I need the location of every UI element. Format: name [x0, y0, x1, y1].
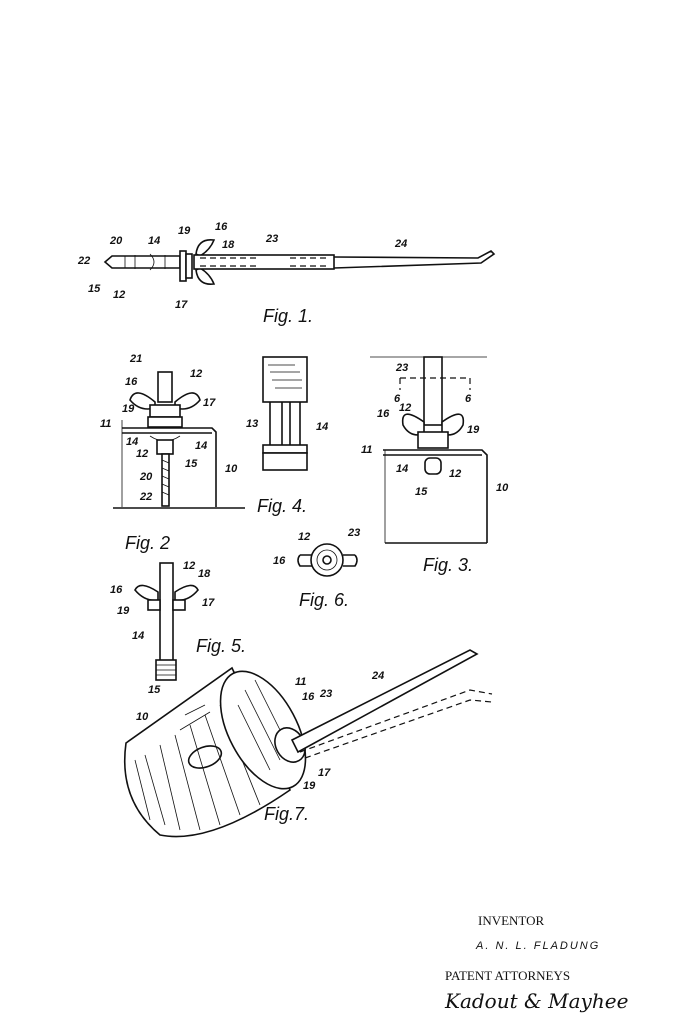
attorneys-signature: Kadout & Mayhee — [444, 989, 628, 1013]
reference-numeral: 19 — [117, 605, 130, 617]
reference-numeral: 17 — [318, 767, 331, 779]
figure-5-caption: Fig. 5. — [196, 636, 246, 656]
reference-numeral: 16 — [302, 691, 315, 703]
reference-numeral: 20 — [109, 235, 123, 247]
figure-3-callouts: 23 6 6 16 12 19 11 14 12 15 10 Fig. 3. — [361, 362, 509, 575]
reference-numeral: 11 — [295, 676, 306, 688]
reference-numeral: 16 — [215, 221, 228, 233]
figure-6-top-view — [297, 543, 358, 577]
reference-numeral: 16 — [110, 584, 123, 596]
figure-5-callouts: 16 12 18 19 17 14 15 Fig. 5. — [110, 560, 246, 696]
reference-numeral: 23 — [347, 527, 360, 539]
figure-1-oiler-spout — [103, 238, 496, 286]
figure-7-caption: Fig.7. — [264, 804, 309, 824]
reference-numeral: 12 — [183, 560, 195, 572]
reference-numeral: 15 — [88, 283, 101, 295]
reference-numeral: 10 — [225, 463, 238, 475]
reference-numeral: 12 — [399, 402, 411, 414]
figure-4-caption: Fig. 4. — [257, 496, 307, 516]
figure-2-caption: Fig. 2 — [125, 533, 170, 553]
reference-numeral: 15 — [148, 684, 161, 696]
reference-numeral: 19 — [122, 403, 135, 415]
figure-2-callouts: 21 12 16 19 17 11 14 14 12 15 20 22 10 F… — [100, 353, 238, 553]
figure-4-elevation — [262, 356, 308, 471]
reference-numeral: 17 — [175, 299, 188, 311]
reference-numeral: 19 — [303, 780, 316, 792]
reference-numeral: 17 — [202, 597, 215, 609]
reference-numeral: 16 — [125, 376, 138, 388]
reference-numeral: 6 — [465, 393, 472, 405]
reference-numeral: 12 — [449, 468, 461, 480]
reference-numeral: 18 — [222, 239, 235, 251]
reference-numeral: 14 — [396, 463, 408, 475]
reference-numeral: 18 — [198, 568, 211, 580]
figure-1-caption: Fig. 1. — [263, 306, 313, 326]
reference-numeral: 16 — [273, 555, 286, 567]
reference-numeral: 22 — [77, 255, 90, 267]
reference-numeral: 14 — [132, 630, 144, 642]
reference-numeral: 23 — [265, 233, 278, 245]
reference-numeral: 14 — [316, 421, 328, 433]
reference-numeral: 12 — [190, 368, 202, 380]
reference-numeral: 21 — [129, 353, 142, 365]
reference-numeral: 12 — [113, 289, 125, 301]
reference-numeral: 10 — [136, 711, 149, 723]
reference-numeral: 15 — [185, 458, 198, 470]
figure-5-section — [134, 562, 199, 681]
figure-6-callouts: 12 23 16 Fig. 6. — [273, 527, 360, 610]
figure-6-caption: Fig. 6. — [299, 590, 349, 610]
reference-numeral: 23 — [319, 688, 332, 700]
reference-numeral: 12 — [298, 531, 310, 543]
reference-numeral: 19 — [467, 424, 480, 436]
reference-numeral: 16 — [377, 408, 390, 420]
attorneys-label: PATENT ATTORNEYS — [445, 968, 570, 983]
reference-numeral: 19 — [178, 225, 191, 237]
reference-numeral: 14 — [195, 440, 207, 452]
reference-numeral: 15 — [415, 486, 428, 498]
reference-numeral: 17 — [203, 397, 216, 409]
figure-7-callouts: 11 16 23 24 10 17 19 Fig.7. — [136, 670, 384, 824]
figure-2-section — [113, 371, 245, 509]
reference-numeral: 20 — [139, 471, 153, 483]
reference-numeral: 11 — [100, 418, 111, 430]
figure-1-callouts: 22 20 14 19 16 18 23 24 15 12 17 Fig. 1. — [77, 221, 407, 326]
figure-4-callouts: 13 14 Fig. 4. — [246, 418, 328, 516]
reference-numeral: 11 — [361, 444, 372, 456]
figure-3-caption: Fig. 3. — [423, 555, 473, 575]
patent-footer: INVENTOR A. N. L. FLADUNG PATENT ATTORNE… — [444, 913, 628, 1013]
reference-numeral: 14 — [148, 235, 160, 247]
reference-numeral: 14 — [126, 436, 138, 448]
reference-numeral: 12 — [136, 448, 148, 460]
reference-numeral: 24 — [394, 238, 407, 250]
inventor-name: A. N. L. FLADUNG — [475, 940, 600, 952]
reference-numeral: 24 — [371, 670, 384, 682]
reference-numeral: 6 — [394, 393, 401, 405]
reference-numeral: 22 — [139, 491, 152, 503]
figure-7-perspective-can — [123, 649, 493, 838]
reference-numeral: 10 — [496, 482, 509, 494]
reference-numeral: 23 — [395, 362, 408, 374]
inventor-label: INVENTOR — [478, 913, 545, 928]
figure-3-section — [370, 356, 488, 544]
reference-numeral: 13 — [246, 418, 258, 430]
